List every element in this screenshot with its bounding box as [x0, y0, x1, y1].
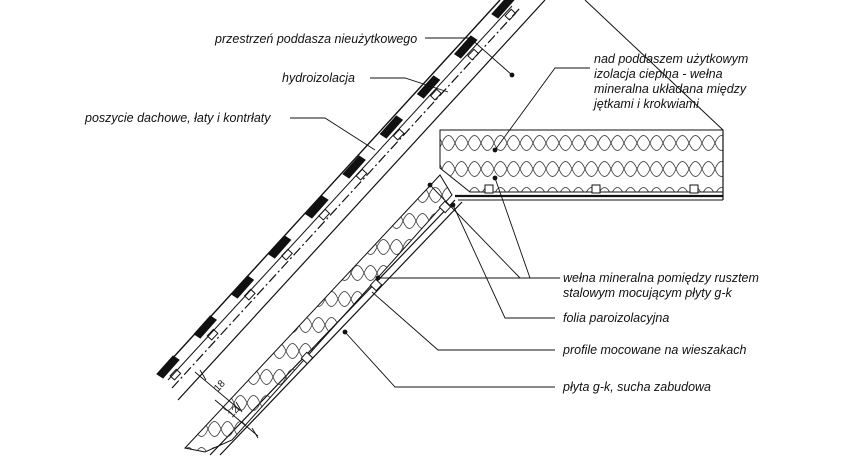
leader-dot: [492, 147, 498, 153]
dimension-marks: [194, 369, 259, 439]
batten: [429, 88, 442, 101]
ceiling-profiles: [484, 184, 699, 194]
leader-insulation: [494, 67, 590, 151]
profile-mark: [591, 184, 601, 194]
batten: [504, 8, 517, 21]
dim-tick: [251, 427, 259, 439]
label-insulation-2: izolacja cieplna - wełna: [594, 67, 723, 81]
leader-wool-1: [494, 177, 560, 279]
ceiling-slope-line-2: [219, 201, 463, 456]
roof-tile: [342, 155, 366, 179]
leader-roof-covering: [290, 117, 376, 151]
roof-tile: [454, 35, 478, 59]
roof-tile: [305, 195, 329, 219]
label-attic-space: przestrzeń poddasza nieużytkowego: [214, 32, 417, 46]
label-insulation-3: mineralna układana między: [594, 82, 747, 96]
batten: [467, 48, 480, 61]
leader-gk: [344, 331, 555, 388]
leader-attic: [425, 37, 513, 76]
leader-dot: [375, 275, 381, 281]
batten: [355, 168, 368, 181]
label-gk-board: płyta g-k, sucha zabudowa: [562, 380, 711, 394]
leader-profiles: [371, 291, 555, 351]
leader-lines: [290, 37, 590, 388]
roof-tile: [491, 0, 515, 19]
leader-vapor: [452, 204, 555, 319]
leader-dot: [509, 72, 515, 78]
label-waterproofing: hydroizolacja: [282, 71, 355, 85]
profile-mark: [300, 351, 314, 365]
leader-waterproofing: [370, 77, 449, 93]
roof-tile: [416, 75, 441, 99]
counter-batten-line: [167, 5, 513, 381]
dim-line: [214, 399, 259, 437]
leader-dot: [450, 202, 456, 208]
label-vapor-barrier: folia paroizolacyjna: [563, 311, 669, 325]
dim-tick: [199, 369, 207, 381]
roof-tiles: [156, 0, 517, 381]
profile-mark: [689, 184, 699, 194]
label-profiles: profile mocowane na wieszakach: [562, 343, 746, 357]
attic-ridge-line: [584, 0, 724, 131]
batten: [206, 328, 219, 341]
roof-tile: [156, 355, 180, 379]
tile-batten-line: [159, 0, 501, 373]
label-wool-1: wełna mineralna pomiędzy rusztem: [563, 271, 759, 285]
dim-line: [194, 371, 241, 411]
profile-mark: [484, 184, 494, 194]
waterproofing-line: [171, 7, 521, 389]
slope-insulation: [184, 174, 453, 453]
ceiling-insulation: [439, 129, 724, 193]
profile-mark: [369, 278, 383, 292]
batten: [169, 368, 182, 381]
leader-wool-2: [429, 184, 560, 279]
dimension-18: 18: [212, 378, 228, 394]
label-wool-2: stalowym mocującym płyty g-k: [563, 286, 733, 300]
leader-dots: [342, 72, 515, 335]
slope-profiles: [300, 200, 452, 365]
dim-tick: [235, 401, 243, 413]
roof-tile: [379, 115, 404, 139]
label-insulation-4: jętkami i krokwiami: [592, 97, 700, 111]
leader-dot: [427, 182, 433, 188]
label-roof-covering: poszycie dachowe, łaty i kontrłaty: [84, 111, 271, 125]
batten: [392, 128, 405, 141]
leader-dot: [492, 175, 498, 181]
leader-dot: [342, 329, 348, 335]
batten: [243, 288, 256, 301]
profile-mark: [438, 200, 452, 214]
rafter-top-line: [177, 0, 546, 401]
label-insulation-1: nad poddaszem użytkowym: [594, 52, 748, 66]
